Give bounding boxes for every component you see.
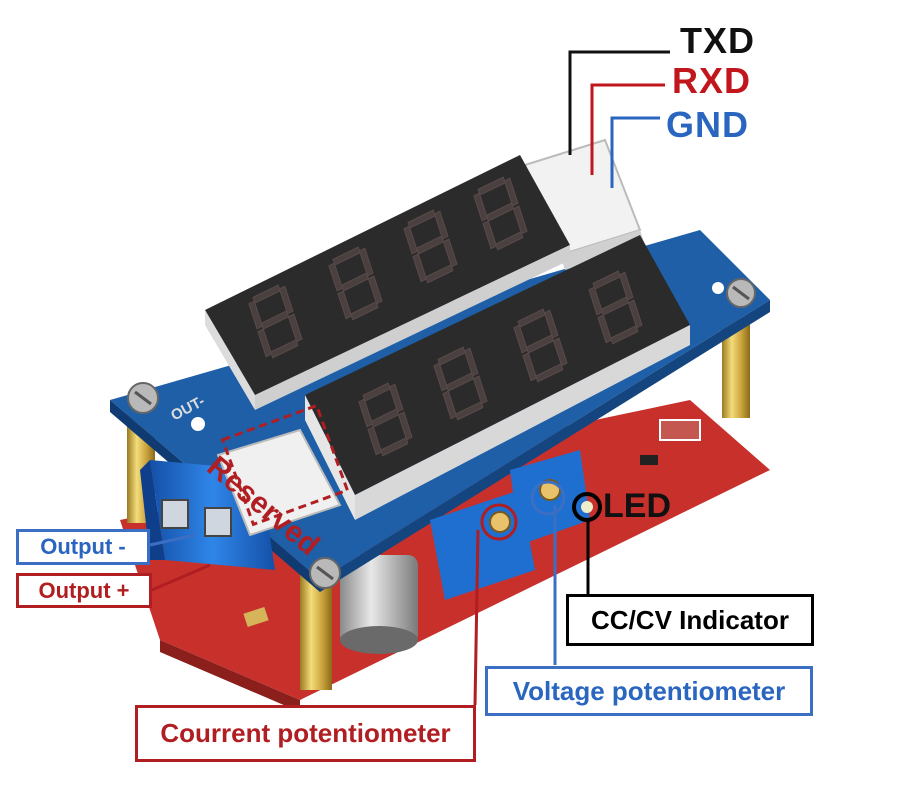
segment-digit (588, 270, 643, 345)
segment-digits (248, 176, 643, 457)
electrolytic-capacitor (340, 555, 418, 654)
current-potentiometer-label: Courrent potentiometer (135, 705, 476, 762)
txd-label: TXD (680, 20, 755, 61)
segment-digit (473, 176, 528, 251)
segment-digit (433, 346, 488, 421)
segment-digit (513, 308, 568, 383)
gnd-label: GND (666, 104, 749, 145)
segment-digit (358, 382, 413, 457)
current-pot-screw (489, 511, 511, 533)
led-icon (581, 501, 593, 513)
segment-digit (328, 246, 383, 321)
output-plus-label: Output + (16, 573, 152, 608)
current-pot-marker (480, 503, 518, 541)
voltage-pot-marker (530, 480, 566, 516)
segment-digit (248, 284, 303, 359)
cc-cv-indicator-label: CC/CV Indicator (566, 594, 814, 646)
voltage-potentiometer-label: Voltage potentiometer (485, 666, 813, 716)
potentiometer-bodies (430, 450, 590, 600)
segment-digit (403, 209, 458, 284)
callout-lines (149, 50, 670, 706)
output-minus-label: Output - (16, 529, 150, 565)
rxd-label: RXD (672, 60, 752, 101)
led-label: LED (603, 487, 671, 525)
reserved-dashed-box (220, 403, 350, 527)
